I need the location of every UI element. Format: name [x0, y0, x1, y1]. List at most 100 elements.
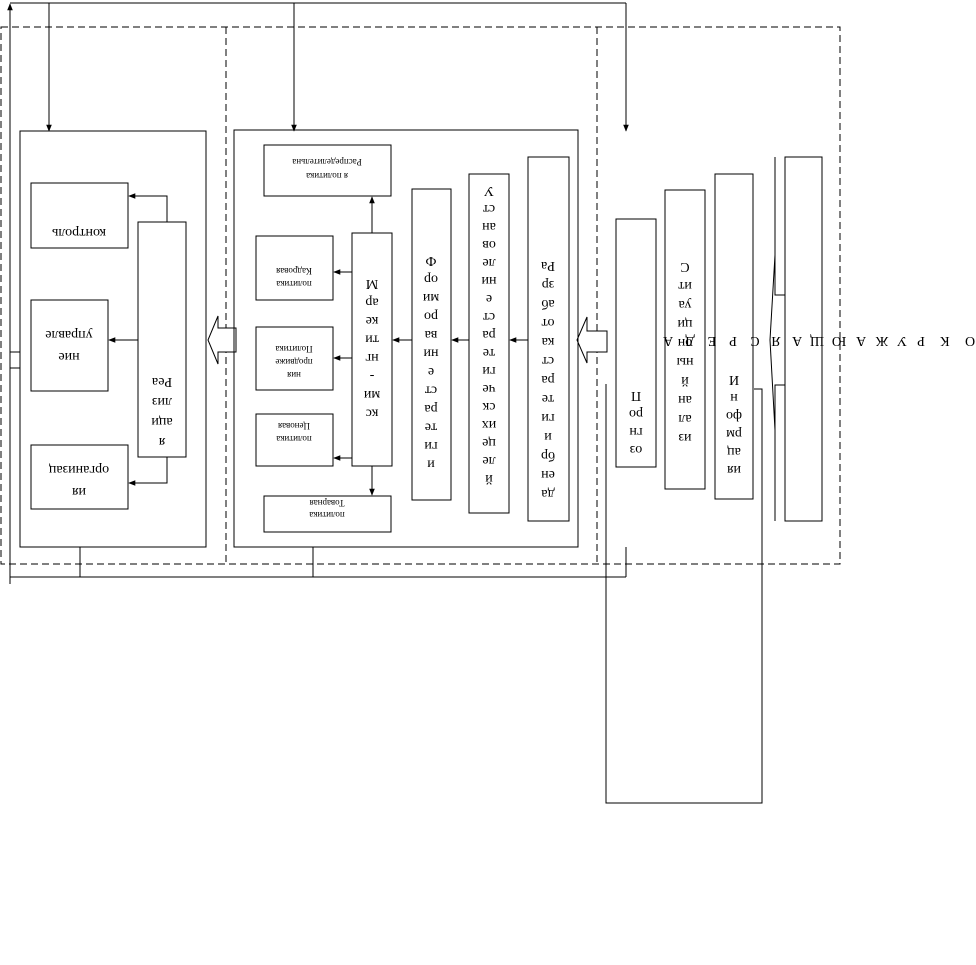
- label-line: ал: [678, 411, 691, 426]
- label-line: ор: [424, 271, 438, 286]
- label-line: ле: [482, 255, 495, 270]
- label-line: ги: [424, 438, 438, 453]
- label-line: -: [369, 368, 374, 383]
- marketing-mix-box: [351, 232, 393, 467]
- label-line: Е: [708, 333, 717, 348]
- hollow-arrow-to-strategy: [576, 316, 608, 364]
- label-line: ти: [365, 331, 379, 346]
- research-feedback-loop: [605, 384, 763, 804]
- label-line: от: [542, 315, 555, 330]
- label-line: и: [544, 429, 552, 444]
- control-box: [30, 182, 129, 249]
- outer-dashed-frame: [0, 26, 841, 565]
- label-line: Д: [685, 333, 695, 348]
- personnel-policy-label: Кадровая политика: [276, 266, 312, 289]
- label-line: те: [542, 391, 554, 406]
- label-line: аци: [151, 414, 173, 429]
- implementation-block: [19, 130, 207, 548]
- label-line: е: [428, 364, 434, 379]
- promotion-policy-box: [255, 326, 334, 391]
- label-line: организац: [48, 462, 109, 477]
- label-line: ия: [726, 462, 740, 477]
- label-line: ние: [58, 349, 79, 364]
- label-line: ка: [541, 334, 555, 349]
- price-policy-box: [255, 413, 334, 467]
- label-line: Кадровая: [276, 266, 312, 276]
- label-line: ст: [483, 309, 495, 324]
- arrow-realization-to-control: [128, 193, 168, 222]
- label-line: ит: [678, 278, 692, 293]
- strategy-block: [233, 129, 579, 548]
- label-line: А: [791, 333, 802, 348]
- strategy-formation-box: [411, 188, 452, 501]
- label-line: ро: [424, 308, 438, 323]
- label-line: ен: [541, 467, 555, 482]
- product-policy-box: [263, 495, 392, 533]
- label-line: управле: [45, 327, 92, 342]
- label-line: ия: [71, 484, 85, 499]
- label-line: зр: [542, 277, 555, 292]
- arrow-realization-to-organization: [128, 457, 168, 486]
- label-line: те: [425, 419, 437, 434]
- label-line: ле: [482, 453, 495, 468]
- label-line: бр: [541, 448, 555, 463]
- organization-label: организац ия: [48, 462, 109, 499]
- label-line: ке: [366, 313, 379, 328]
- label-line: Ф: [425, 253, 436, 268]
- organization-box: [30, 444, 129, 510]
- label-line: продвиже: [275, 357, 312, 367]
- label-line: политика: [276, 279, 312, 289]
- label-line: че: [482, 381, 495, 396]
- label-line: Ю: [832, 333, 846, 348]
- label-line: О: [965, 333, 975, 348]
- label-line: гн: [629, 424, 643, 439]
- label-line: ов: [482, 237, 496, 252]
- label-line: кс: [366, 405, 379, 420]
- label-line: н: [730, 390, 738, 405]
- label-line: из: [678, 430, 691, 445]
- label-line: контроль: [52, 225, 106, 240]
- label-line: ст: [425, 382, 437, 397]
- label-line: лиз: [152, 394, 172, 409]
- information-box: [714, 173, 754, 500]
- control-label: контроль: [52, 225, 106, 240]
- label-line: Товарная: [310, 498, 345, 508]
- forecast-box: [615, 218, 657, 468]
- label-line: У: [484, 183, 494, 198]
- label-line: он: [677, 335, 692, 350]
- label-line: ния: [287, 370, 301, 380]
- label-line: ст: [542, 353, 554, 368]
- label-line: ра: [424, 401, 438, 416]
- label-line: ми: [363, 387, 380, 402]
- situation-analysis-box: [664, 189, 706, 490]
- label-line: Я: [771, 333, 780, 348]
- label-line: те: [483, 345, 495, 360]
- label-line: ск: [482, 399, 495, 414]
- label-line: ро: [629, 406, 643, 421]
- label-line: Ценовая: [278, 421, 310, 431]
- label-line: и: [427, 456, 435, 471]
- environment-bracket: [769, 157, 785, 521]
- label-line: ац: [727, 444, 741, 459]
- label-line: ги: [541, 410, 555, 425]
- management-label: управле ние: [45, 327, 92, 364]
- label-line: фо: [726, 408, 742, 423]
- label-line: ми: [422, 290, 439, 305]
- label-line: С: [680, 259, 689, 274]
- strategic-goals-box: [468, 173, 510, 514]
- label-line: ар: [365, 294, 378, 309]
- label-line: аб: [541, 296, 554, 311]
- label-line: С: [750, 333, 759, 348]
